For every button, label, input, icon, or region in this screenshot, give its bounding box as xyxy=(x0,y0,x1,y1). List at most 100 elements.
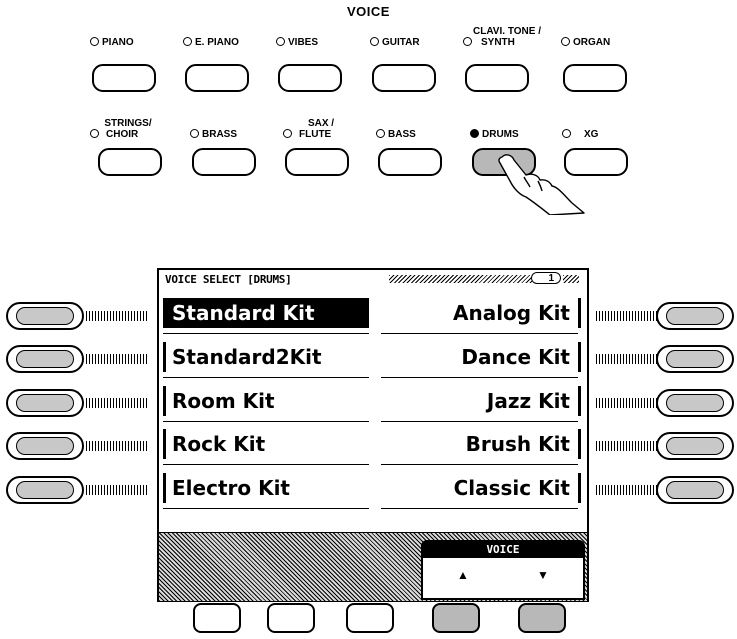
led-indicator-icon xyxy=(376,129,385,138)
header-pattern xyxy=(389,275,549,283)
divider xyxy=(163,377,369,379)
lcd-header: VOICE SELECT [DRUMS] 1 xyxy=(159,270,587,288)
divider xyxy=(163,464,369,466)
voice-button-cap[interactable] xyxy=(285,148,349,176)
left-button-2[interactable] xyxy=(6,345,84,373)
left-button-3[interactable] xyxy=(6,389,84,417)
divider xyxy=(381,333,578,335)
tick-marks xyxy=(86,441,148,451)
voice-item-label: Standard Kit xyxy=(172,301,315,325)
led-indicator-icon xyxy=(90,37,99,46)
voice-button-bass[interactable]: BASS xyxy=(372,108,448,178)
voice-button-brass[interactable]: BRASS xyxy=(186,108,262,178)
tick-marks xyxy=(86,311,148,321)
voice-item-brush-kit[interactable]: Brush Kit xyxy=(381,429,581,459)
tick-marks xyxy=(596,398,658,408)
left-button-4[interactable] xyxy=(6,432,84,460)
voice-button-cap[interactable] xyxy=(98,148,162,176)
voice-button-cap[interactable] xyxy=(563,64,627,92)
right-button-4[interactable] xyxy=(656,432,734,460)
lcd-title: VOICE SELECT [DRUMS] xyxy=(165,273,291,286)
voice-item-dance-kit[interactable]: Dance Kit xyxy=(381,342,581,372)
voice-item-analog-kit[interactable]: Analog Kit xyxy=(381,298,581,328)
panel-title: VOICE xyxy=(0,4,737,19)
voice-label-line1: CLAVI. TONE / xyxy=(459,27,535,37)
voice-label-line1: STRINGS/ xyxy=(86,119,162,129)
voice-button-guitar[interactable]: GUITAR xyxy=(366,30,442,100)
voice-item-jazz-kit[interactable]: Jazz Kit xyxy=(381,386,581,416)
divider xyxy=(381,508,578,510)
led-indicator-icon xyxy=(276,37,285,46)
voice-button-organ[interactable]: ORGAN xyxy=(557,30,633,100)
voice-button-cap[interactable] xyxy=(92,64,156,92)
voice-item-label: Room Kit xyxy=(172,389,275,413)
voice-label: BRASS xyxy=(202,129,237,140)
tick-marks xyxy=(86,398,148,408)
tick-marks xyxy=(596,485,658,495)
page-indicator: 1 xyxy=(531,272,561,284)
led-indicator-icon xyxy=(561,37,570,46)
voice-label-line2: FLUTE xyxy=(295,129,331,140)
voice-button-cap[interactable] xyxy=(372,64,436,92)
voice-tab-label: VOICE xyxy=(423,542,583,558)
voice-button-strings-choir[interactable]: STRINGS/ CHOIR xyxy=(86,108,162,178)
voice-item-standard2kit[interactable]: Standard2Kit xyxy=(163,342,369,372)
voice-item-rock-kit[interactable]: Rock Kit xyxy=(163,429,369,459)
voice-item-classic-kit[interactable]: Classic Kit xyxy=(381,473,581,503)
bottom-button-voice-up[interactable] xyxy=(432,603,480,633)
voice-label: VIBES xyxy=(288,37,318,48)
divider xyxy=(163,508,369,510)
voice-button-cap[interactable] xyxy=(278,64,342,92)
voice-button-clavi-tone-synth[interactable]: CLAVI. TONE / SYNTH xyxy=(459,30,535,100)
voice-label: BASS xyxy=(388,129,416,140)
right-button-2[interactable] xyxy=(656,345,734,373)
voice-label: E. PIANO xyxy=(195,37,239,48)
lcd-display: VOICE SELECT [DRUMS] 1 Standard Kit Stan… xyxy=(157,268,589,602)
left-button-1[interactable] xyxy=(6,302,84,330)
voice-label: ORGAN xyxy=(573,37,610,48)
voice-item-label: Jazz Kit xyxy=(487,389,570,413)
bottom-button-3[interactable] xyxy=(346,603,394,633)
voice-button-cap[interactable] xyxy=(185,64,249,92)
voice-item-standard-kit[interactable]: Standard Kit xyxy=(163,298,369,328)
voice-label-line2: SYNTH xyxy=(475,37,515,48)
bottom-button-2[interactable] xyxy=(267,603,315,633)
left-button-5[interactable] xyxy=(6,476,84,504)
voice-item-label: Rock Kit xyxy=(172,432,265,456)
tick-marks xyxy=(596,354,658,364)
voice-label: GUITAR xyxy=(382,37,420,48)
pointing-hand-icon xyxy=(480,135,590,215)
voice-item-label: Brush Kit xyxy=(466,432,570,456)
led-indicator-icon xyxy=(183,37,192,46)
tick-marks xyxy=(86,354,148,364)
arrow-down-icon[interactable]: ▼ xyxy=(537,568,549,582)
divider xyxy=(163,421,369,423)
voice-button-cap[interactable] xyxy=(378,148,442,176)
right-button-5[interactable] xyxy=(656,476,734,504)
voice-button-vibes[interactable]: VIBES xyxy=(272,30,348,100)
voice-label: PIANO xyxy=(102,37,134,48)
voice-button-e-piano[interactable]: E. PIANO xyxy=(179,30,255,100)
voice-button-piano[interactable]: PIANO xyxy=(86,30,162,100)
voice-item-electro-kit[interactable]: Electro Kit xyxy=(163,473,369,503)
right-button-1[interactable] xyxy=(656,302,734,330)
voice-item-label: Analog Kit xyxy=(453,301,570,325)
voice-item-label: Dance Kit xyxy=(461,345,570,369)
voice-item-room-kit[interactable]: Room Kit xyxy=(163,386,369,416)
voice-button-cap[interactable] xyxy=(192,148,256,176)
led-indicator-icon xyxy=(190,129,199,138)
tick-marks xyxy=(86,485,148,495)
voice-scroll-tab[interactable]: VOICE ▲ ▼ xyxy=(421,540,585,600)
voice-item-label: Classic Kit xyxy=(454,476,570,500)
divider xyxy=(381,377,578,379)
led-indicator-icon xyxy=(283,129,292,138)
voice-button-sax-flute[interactable]: SAX / FLUTE xyxy=(279,108,355,178)
divider xyxy=(381,421,578,423)
voice-button-cap[interactable] xyxy=(465,64,529,92)
bottom-button-1[interactable] xyxy=(193,603,241,633)
arrow-up-icon[interactable]: ▲ xyxy=(457,568,469,582)
bottom-button-voice-down[interactable] xyxy=(518,603,566,633)
voice-item-label: Electro Kit xyxy=(172,476,290,500)
led-indicator-icon xyxy=(370,37,379,46)
right-button-3[interactable] xyxy=(656,389,734,417)
